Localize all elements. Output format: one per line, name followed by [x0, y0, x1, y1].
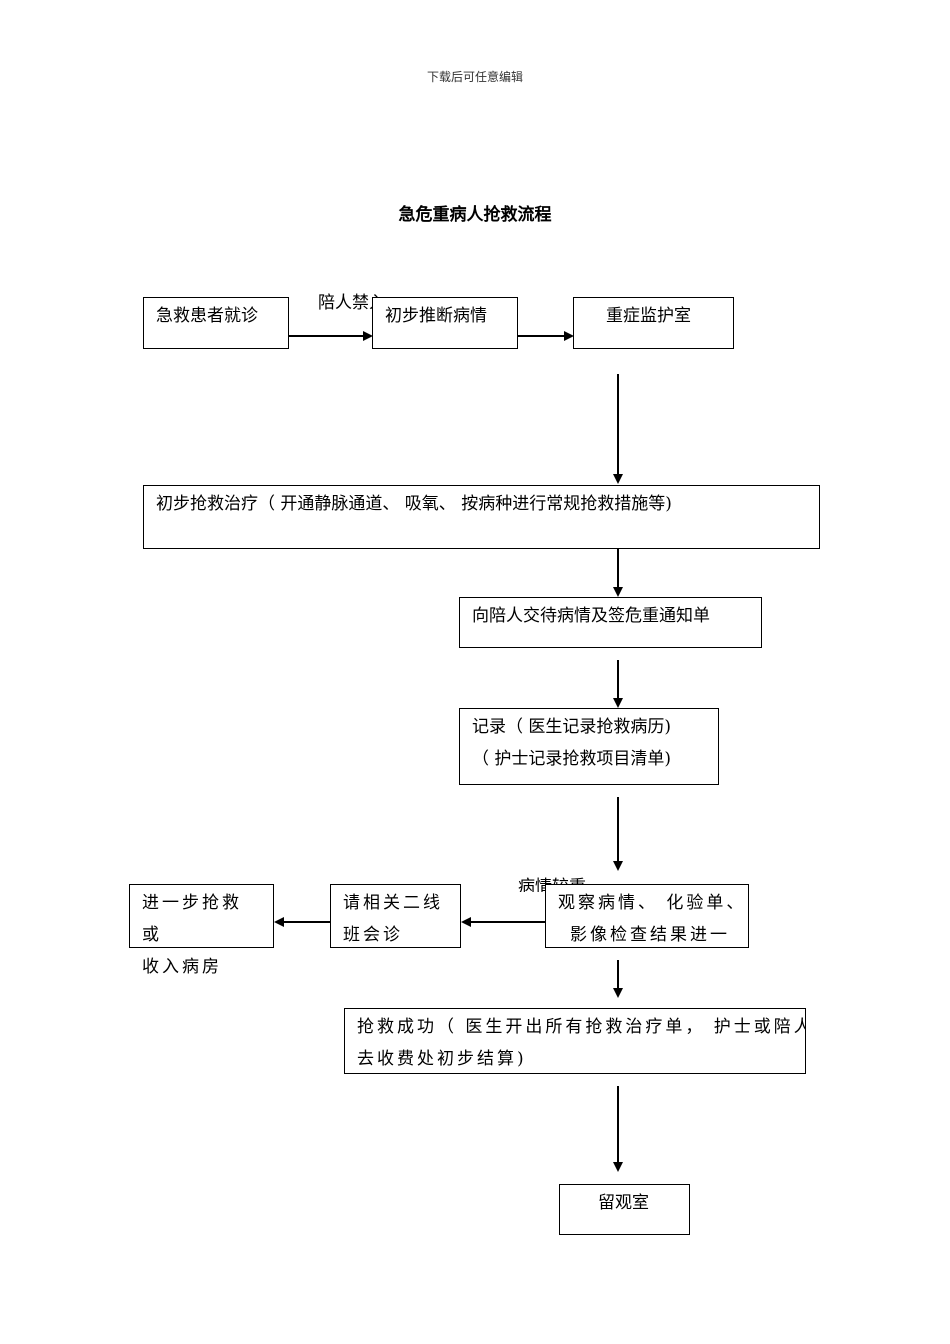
edge-observe-consult: [471, 921, 545, 923]
edge-assess-icu: [518, 335, 564, 337]
edge-observe-success: [617, 960, 619, 988]
arrow-head-icon: [363, 331, 373, 341]
arrow-head-icon: [274, 917, 284, 927]
node-observation-room: 留观室: [559, 1184, 690, 1235]
node-arrival-text: 急救患者就诊: [156, 306, 258, 326]
arrow-head-icon: [613, 474, 623, 484]
node-success-line2: 去收费处初步结算): [357, 1049, 527, 1069]
node-record: 记录（ 医生记录抢救病历) （ 护士记录抢救项目清单): [459, 708, 719, 785]
arrow-head-icon: [613, 698, 623, 708]
node-notify-text: 向陪人交待病情及签危重通知单: [472, 606, 710, 626]
diagram-title: 急危重病人抢救流程: [398, 205, 552, 225]
node-consult: 请相关二线 班会诊: [330, 884, 461, 948]
arrow-head-icon: [461, 917, 471, 927]
edge-notify-record: [617, 660, 619, 698]
node-consult-line1: 请相关二线: [343, 893, 443, 913]
node-further-line1: 进一步抢救或: [142, 893, 242, 945]
node-observation-room-text: 留观室: [598, 1193, 649, 1213]
node-observe: 观察病情、 化验单、 影像检查结果进一: [545, 884, 749, 948]
node-assess: 初步推断病情: [372, 297, 518, 349]
node-consult-line2: 班会诊: [343, 925, 403, 945]
node-icu: 重症监护室: [573, 297, 734, 349]
arrow-head-icon: [613, 861, 623, 871]
node-notify: 向陪人交待病情及签危重通知单: [459, 597, 762, 648]
node-further-line2: 收入病房: [142, 957, 222, 977]
arrow-head-icon: [613, 1162, 623, 1172]
edge-treatment-notify: [617, 549, 619, 587]
node-record-line1: 记录（ 医生记录抢救病历): [472, 717, 672, 737]
node-observe-line2: 影像检查结果进一: [570, 925, 730, 945]
edge-icu-treatment: [617, 374, 619, 474]
arrow-head-icon: [613, 587, 623, 597]
arrow-head-icon: [613, 988, 623, 998]
arrow-head-icon: [564, 331, 574, 341]
node-further: 进一步抢救或 收入病房: [129, 884, 274, 977]
edge-record-observe: [617, 797, 619, 861]
node-record-line2: （ 护士记录抢救项目清单): [472, 749, 672, 769]
edge-label-escort-banned: 陪人禁入: [318, 293, 386, 310]
edge-consult-further: [284, 921, 330, 923]
node-icu-text: 重症监护室: [606, 306, 691, 326]
node-success: 抢救成功（ 医生开出所有抢救治疗单， 护士或陪人 去收费处初步结算): [344, 1008, 806, 1074]
node-arrival: 急救患者就诊: [143, 297, 289, 349]
edge-arrival-assess: [289, 335, 363, 337]
node-observe-line1: 观察病情、 化验单、: [558, 893, 747, 913]
node-success-line1: 抢救成功（ 医生开出所有抢救治疗单， 护士或陪人: [357, 1017, 806, 1037]
page-header: 下载后可任意编辑: [426, 70, 523, 84]
node-initial-treatment-text: 初步抢救治疗（ 开通静脉通道、 吸氧、 按病种进行常规抢救措施等): [156, 494, 672, 514]
edge-success-observation: [617, 1086, 619, 1162]
node-initial-treatment: 初步抢救治疗（ 开通静脉通道、 吸氧、 按病种进行常规抢救措施等): [143, 485, 820, 549]
node-assess-text: 初步推断病情: [385, 306, 487, 326]
